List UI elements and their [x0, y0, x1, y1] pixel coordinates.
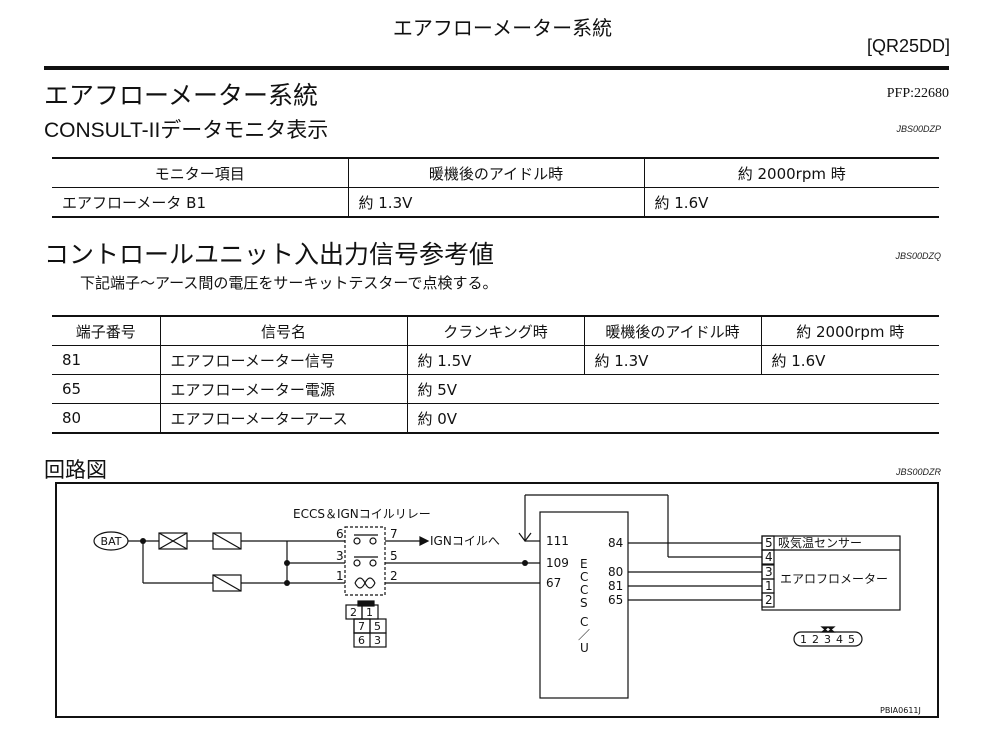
ecu-letter: C [580, 615, 588, 629]
ecu-letter: C [580, 570, 588, 584]
ecu-letter: ／ [578, 628, 590, 642]
table-cell: 約 1.6V [643, 187, 939, 217]
figure-id: PBIA0611J [880, 706, 921, 715]
table-cell: エアフローメータ B1 [62, 193, 207, 212]
pfp-number: PFP:22680 [886, 86, 949, 101]
table-cell: 80 [52, 403, 160, 434]
relay-pin: 2 [390, 569, 398, 583]
ign-label: IGNコイルへ [430, 534, 500, 548]
column-header: クランキング時 [406, 316, 584, 346]
junction-dot [140, 538, 146, 544]
circuit-ref: JBS00DZR [895, 467, 941, 477]
table-cell: エアフローメーター信号 [159, 345, 407, 375]
relay-connector-pin: 6 [358, 634, 365, 647]
column-header: 暖機後のアイドル時 [583, 316, 761, 346]
ecu-letter: E [580, 557, 588, 571]
page-header-title: エアフローメーター系統 [392, 16, 613, 40]
sensor-connector-pin: 1 [800, 633, 807, 646]
sensor-pin: 4 [765, 550, 773, 564]
io-instruction: 下記端子～アース間の電圧をサーキットテスターで点検する。 [80, 274, 498, 292]
io-section-title: コントロールユニット入出力信号参考値 [44, 240, 495, 269]
column-header: 端子番号 [52, 316, 160, 346]
ecu-letter: S [580, 596, 588, 610]
consult-title-prefix: CONSULT- [44, 119, 149, 142]
sensor-connector-pin: 5 [848, 633, 855, 646]
junction-dot [284, 580, 290, 586]
relay-connector-pin: 2 [350, 606, 357, 619]
sensor-pin: 2 [765, 593, 773, 607]
consult-data-table: モニター項目 暖機後のアイドル時 約 2000rpm 時 エアフローメータ B1… [52, 157, 939, 218]
circuit-diagram-frame [55, 482, 939, 718]
consult-ref: JBS00DZP [896, 124, 941, 134]
table-cell: エアフローメーター電源 [159, 374, 407, 404]
column-header: 暖機後のアイドル時 [347, 158, 644, 188]
relay-connector-pin: 1 [366, 606, 373, 619]
consult-title: CONSULT-IIデータモニタ表示 [44, 114, 328, 144]
relay-contact-icon [353, 537, 361, 545]
consult-title-roman: II [148, 119, 161, 142]
sensor-connector-pin: 4 [836, 633, 843, 646]
table-cell: エアフローメーターアース [159, 403, 407, 434]
sensor-pin: 3 [765, 565, 773, 579]
sensor-pin: 1 [765, 579, 773, 593]
relay-pin: 6 [336, 527, 344, 541]
table-cell: 約 0V [406, 403, 939, 434]
table-cell: 65 [52, 374, 160, 404]
table-row: エアフローメータ B1 約 1.3V 約 1.6V [52, 187, 939, 217]
relay-connector-pin: 3 [374, 634, 381, 647]
table-row: 81 エアフローメーター信号 約 1.5V 約 1.3V 約 1.6V [52, 345, 939, 375]
circuit-title: 回路図 [44, 458, 107, 482]
ecu-pin: 109 [546, 556, 569, 570]
table-cell: 約 1.3V [347, 187, 644, 217]
sensor-connector-pin: 2 [812, 633, 819, 646]
intake-temp-sensor-label: 吸気温センサー [778, 535, 862, 550]
ecu-letter: U [580, 641, 589, 655]
consult-title-rest: データモニタ表示 [160, 118, 329, 142]
ecu-letter: C [580, 583, 588, 597]
sensor-pin: 5 [765, 536, 773, 550]
ecu-pin: 80 [608, 565, 623, 579]
io-section-ref: JBS00DZQ [895, 251, 941, 261]
table-header-row: モニター項目 暖機後のアイドル時 約 2000rpm 時 [52, 158, 939, 188]
column-header: 約 2000rpm 時 [643, 158, 939, 188]
junction-dot [284, 560, 290, 566]
junction-dot [522, 560, 528, 566]
model-tag: [QR25DD] [866, 36, 950, 56]
table-cell: 約 5V [406, 374, 939, 404]
ecu-pin: 111 [546, 534, 569, 548]
relay-connector-pin: 7 [358, 620, 365, 633]
relay-pin: 5 [390, 549, 398, 563]
table-header-row: 端子番号 信号名 クランキング時 暖機後のアイドル時 約 2000rpm 時 [52, 316, 939, 346]
air-flow-meter-label: エアロフロメーター [780, 572, 888, 586]
bat-label: BAT [101, 535, 122, 548]
ecu-pin: 67 [546, 576, 561, 590]
relay-box [344, 526, 386, 596]
sensor-connector-pin: 3 [824, 633, 831, 646]
arrow-right-icon [419, 536, 430, 546]
ecu-pin: 84 [608, 536, 623, 550]
table-cell: 約 1.6V [760, 345, 939, 375]
section-title: エアフローメーター系統 [44, 81, 319, 110]
column-header: 信号名 [159, 316, 407, 346]
relay-pin: 3 [336, 549, 344, 563]
ecu-pin: 81 [608, 579, 623, 593]
relay-label: ECCS＆IGNコイルリレー [293, 507, 431, 521]
ecu-box [539, 511, 629, 699]
table-row: 65 エアフローメーター電源 約 5V [52, 374, 939, 404]
table-cell: 約 1.3V [583, 345, 761, 375]
column-header: モニター項目 [52, 158, 348, 188]
header-rule [44, 66, 949, 70]
table-cell: 81 [52, 345, 160, 375]
io-signal-table: 端子番号 信号名 クランキング時 暖機後のアイドル時 約 2000rpm 時 8… [52, 315, 939, 434]
table-row: 80 エアフローメーターアース 約 0V [52, 403, 939, 434]
column-header: 約 2000rpm 時 [760, 316, 939, 346]
relay-pin: 1 [336, 569, 344, 583]
relay-connector-pin: 5 [374, 620, 381, 633]
relay-pin: 7 [390, 527, 398, 541]
ecu-pin: 65 [608, 593, 623, 607]
table-cell: 約 1.5V [406, 345, 584, 375]
